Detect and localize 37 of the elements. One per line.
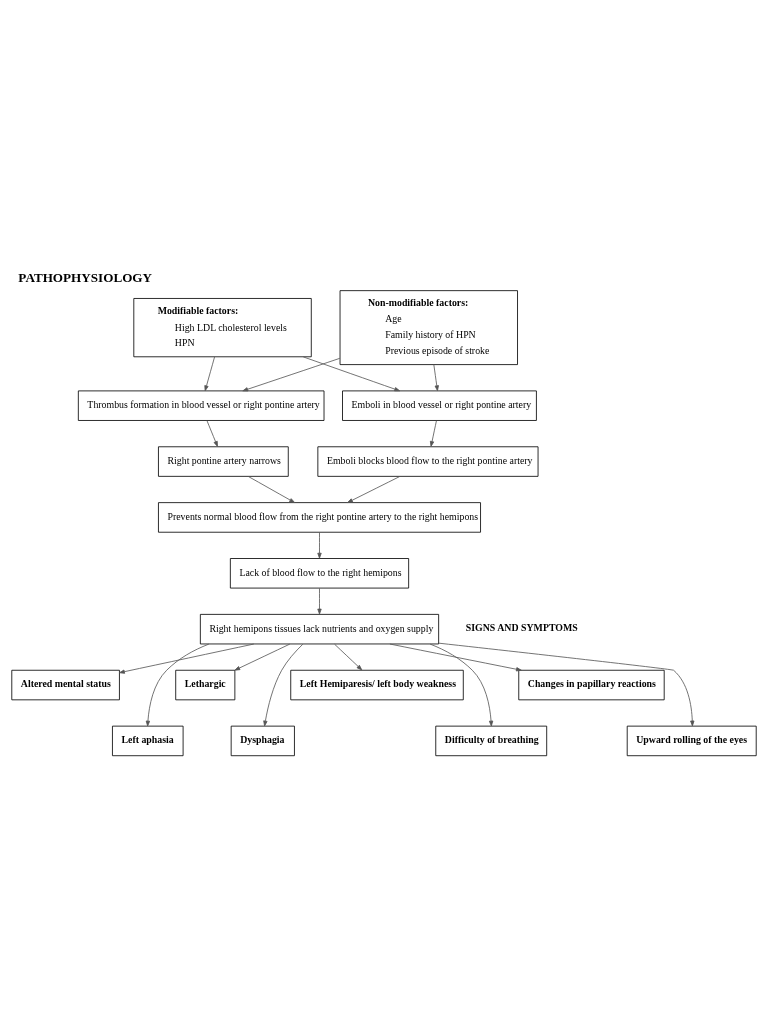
arrow [438, 642, 695, 726]
node-box: Right pontine artery narrows [158, 445, 289, 477]
arrow [204, 356, 215, 391]
node-box: Dysphagia [230, 725, 295, 756]
node-box: Left Hemiparesis/ left body weakness [290, 669, 464, 700]
node-box: Altered mental status [11, 669, 120, 700]
node-box: Emboli in blood vessel or right pontine artery [342, 389, 537, 421]
node-box: Left aphasia [112, 725, 184, 756]
arrow [145, 643, 210, 726]
arrow [263, 643, 304, 726]
arrow [429, 643, 494, 726]
arrow [317, 587, 322, 614]
node-box: Modifiable factors: High LDL cholesterol levels HPN [133, 297, 312, 357]
node-box: Changes in papillary reactions [518, 669, 665, 700]
node-box: Right hemipons tissues lack nutrients and oxygen supply [199, 613, 440, 644]
node-box: Emboli blocks blood flow to the right pontine artery [317, 445, 539, 477]
arrow [119, 643, 255, 674]
node-box: Difficulty of breathing [435, 725, 548, 756]
node-box: Lethargic [175, 669, 236, 700]
label: SIGNS AND SYMPTOMS [465, 621, 578, 633]
arrow [302, 356, 401, 391]
arrow [317, 531, 322, 559]
node-box: Upward rolling of the eyes [626, 725, 757, 756]
node-box: Non-modifiable factors: Age Family history of HPN Previous episode of stroke [339, 289, 518, 365]
arrow [433, 363, 439, 391]
arrow [206, 419, 218, 447]
arrow [242, 357, 341, 391]
diagram-title: PATHOPHYSIOLOGY [18, 269, 153, 285]
arrow [429, 419, 437, 447]
arrow [389, 643, 522, 671]
arrow [347, 475, 401, 503]
arrow [334, 643, 363, 670]
node-box: Lack of blood flow to the right hemipons [229, 557, 410, 588]
node-box: Prevents normal blood flow from the right pontine artery to the right hemipons [158, 501, 481, 533]
node-box: Thrombus formation in blood vessel or right pontine artery [77, 389, 325, 421]
arrow [247, 475, 296, 503]
arrow [234, 643, 291, 671]
